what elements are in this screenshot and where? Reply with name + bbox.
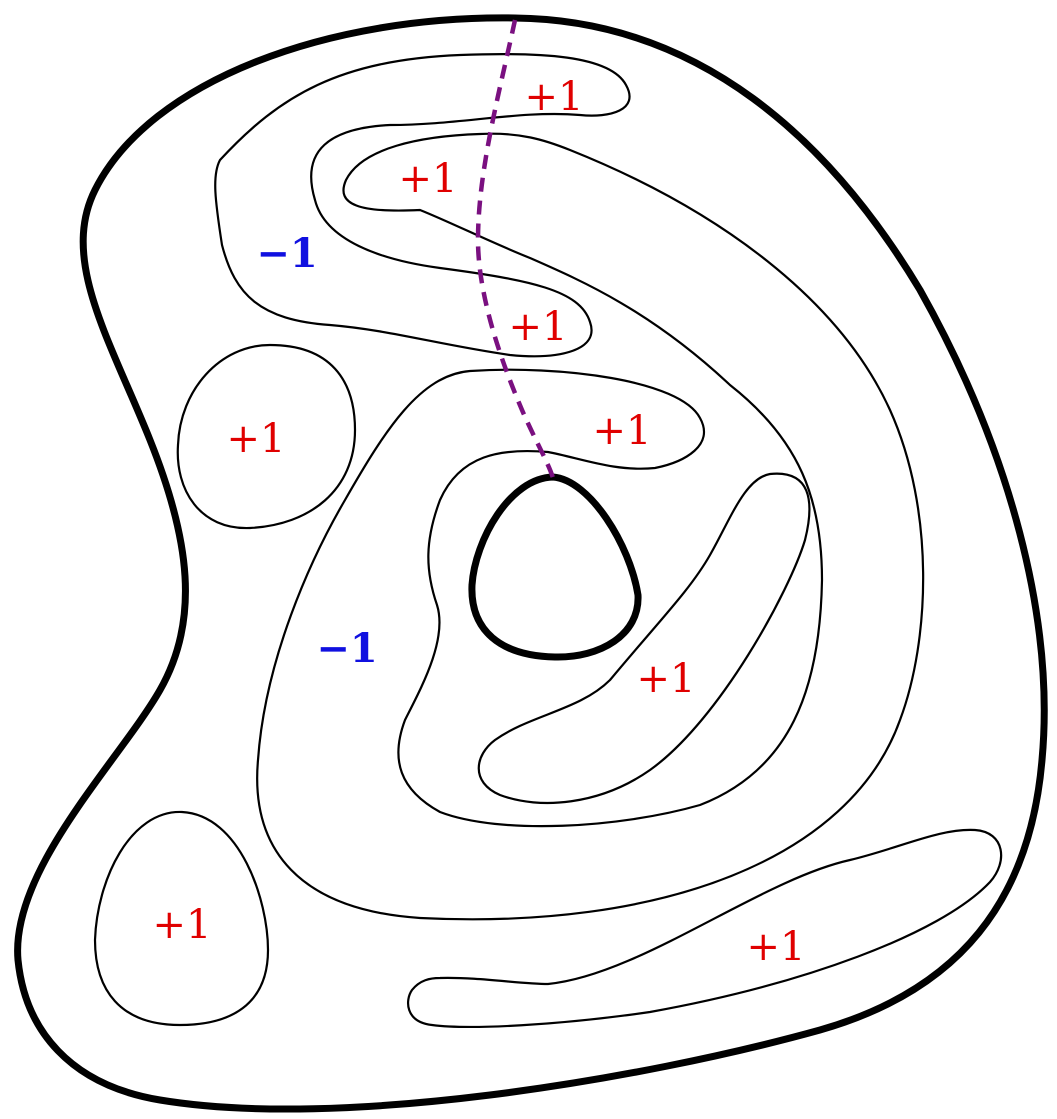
- label-lower-middle-tongue: +1: [593, 408, 652, 454]
- label-upper-left-tongue: +1: [399, 156, 458, 202]
- label-inner-region: −1: [316, 625, 377, 672]
- outer-boundary: [14, 14, 1048, 1113]
- label-top-right-tongue: +1: [525, 74, 584, 120]
- label-bottom-left-blob: +1: [153, 902, 212, 948]
- label-middle-tongue: +1: [509, 304, 568, 350]
- top-right-tongue: [214, 53, 631, 358]
- label-left-blob: +1: [227, 416, 286, 462]
- left-blob: [176, 343, 357, 530]
- label-bottom-right-tongue: +1: [747, 924, 806, 970]
- upper-left-tongue: [256, 132, 925, 921]
- inner-hole: [468, 473, 642, 661]
- bottom-left-blob: [93, 810, 270, 1027]
- label-upper-outer-region: −1: [256, 230, 317, 277]
- right-crescent: [477, 472, 811, 804]
- label-right-crescent: +1: [637, 656, 696, 702]
- bottom-right-tongue: [407, 828, 1003, 1029]
- dashed-cut-path: [475, 19, 556, 479]
